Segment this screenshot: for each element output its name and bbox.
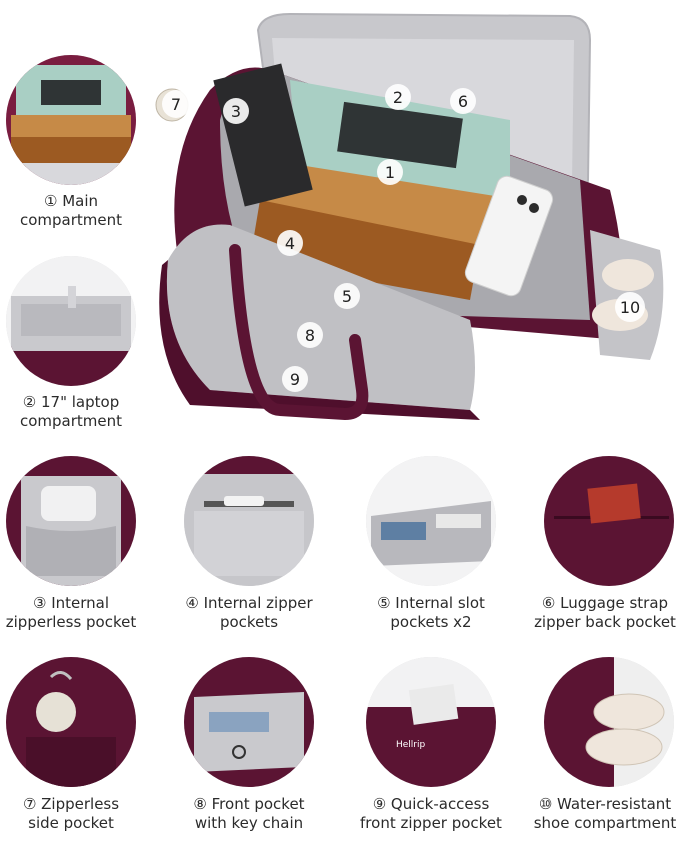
svg-text:Hellrip: Hellrip <box>396 740 426 750</box>
svg-text:3: 3 <box>231 102 241 121</box>
front-zipper-pocket-caption: ⑨ Quick-access front zipper pocket <box>360 795 502 832</box>
zipper-pocket-caption: ④ Internal zipper pockets <box>185 594 313 631</box>
key-chain-pocket-photo <box>184 657 314 787</box>
svg-text:8: 8 <box>305 326 315 345</box>
back-pocket-photo <box>544 456 674 586</box>
front-zipper-pocket-photo: Hellrip <box>366 657 496 787</box>
badge-7: 7 <box>162 90 190 118</box>
laptop-compartment-photo <box>6 256 136 386</box>
slot-pocket-photo <box>366 456 496 586</box>
svg-text:7: 7 <box>171 95 181 114</box>
main-compartment-photo <box>6 55 136 185</box>
badge-5: 5 <box>334 283 360 309</box>
badge-8: 8 <box>297 322 323 348</box>
badge-4: 4 <box>277 230 303 256</box>
svg-text:5: 5 <box>342 287 352 306</box>
svg-text:6: 6 <box>458 92 468 111</box>
zipperless-pocket-caption: ③ Internal zipperless pocket <box>5 594 137 631</box>
shoe-compartment-caption: ⑩ Water-resistant shoe compartment <box>533 795 677 832</box>
zipperless-pocket-photo <box>6 456 136 586</box>
side-pocket-caption: ⑦ Zipperless side pocket <box>22 795 120 832</box>
side-pocket-photo <box>6 657 136 787</box>
slot-pocket-caption: ⑤ Internal slot pockets x2 <box>377 594 485 631</box>
svg-text:1: 1 <box>385 163 395 182</box>
shoe-compartment-photo <box>544 657 674 787</box>
badge-3: 3 <box>223 98 249 124</box>
svg-text:9: 9 <box>290 370 300 389</box>
back-pocket-caption: ⑥ Luggage strap zipper back pocket <box>534 594 676 631</box>
laptop-compartment-caption: ② 17" laptop compartment <box>19 393 123 430</box>
badge-9: 9 <box>282 366 308 392</box>
zipper-pocket-photo <box>184 456 314 586</box>
svg-text:4: 4 <box>285 234 295 253</box>
hero-bag-illustration: 1 2 3 4 5 6 7 8 <box>150 10 670 440</box>
badge-1: 1 <box>377 159 403 185</box>
key-chain-pocket-caption: ⑧ Front pocket with key chain <box>193 795 305 832</box>
svg-text:10: 10 <box>620 298 640 317</box>
badge-2: 2 <box>385 84 411 110</box>
badge-10: 10 <box>615 292 645 322</box>
main-compartment-caption: ① Main compartment <box>19 192 123 229</box>
bag-photo: 1 2 3 4 5 6 7 8 <box>155 12 664 421</box>
badge-6: 6 <box>450 88 476 114</box>
svg-text:2: 2 <box>393 88 403 107</box>
